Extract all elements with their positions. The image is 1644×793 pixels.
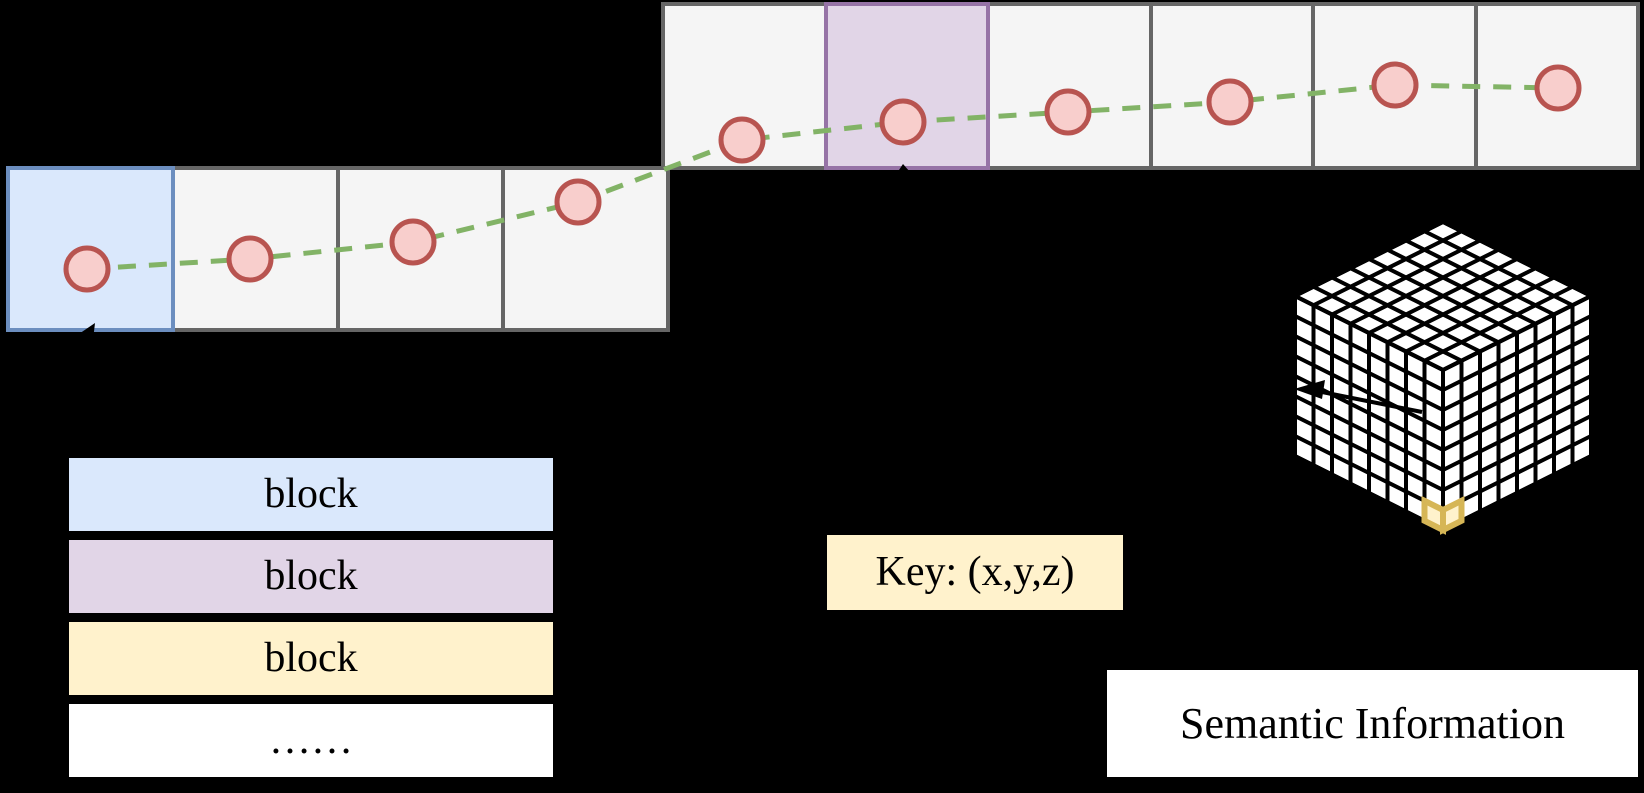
- top-voxel-row: [661, 2, 1640, 170]
- grid-cell-highlighted-blue: [6, 166, 175, 332]
- grid-cell: [661, 2, 828, 170]
- semantic-info-label: Semantic Information: [1180, 699, 1565, 748]
- grid-cell: [336, 166, 505, 332]
- highlighted-voxel-left-face: [1421, 495, 1446, 535]
- key-box: Key: (x,y,z): [825, 533, 1125, 612]
- legend-block-label: block: [264, 553, 358, 599]
- semantic-info-box: Semantic Information: [1107, 670, 1638, 777]
- legend-block-purple: block: [66, 537, 556, 616]
- voxel-cube-top-face: [1290, 219, 1596, 373]
- legend-block-label: block: [264, 635, 358, 681]
- voxel-cube-left-face: [1293, 292, 1445, 534]
- grid-cell: [986, 2, 1153, 170]
- grid-cell: [1473, 2, 1640, 170]
- legend-block-white: ……: [66, 701, 556, 780]
- block-stack: block block block ……: [66, 455, 556, 783]
- grid-cell: [1148, 2, 1315, 170]
- legend-block-blue: block: [66, 455, 556, 534]
- legend-block-yellow: block: [66, 619, 556, 698]
- bottom-voxel-row: [6, 166, 670, 332]
- highlighted-voxel-right-face: [1440, 495, 1465, 535]
- grid-cell: [501, 166, 670, 332]
- arrow-into-cube-line: [1321, 390, 1423, 414]
- key-box-label: Key: (x,y,z): [875, 549, 1075, 595]
- legend-block-label: ……: [269, 717, 353, 763]
- voxel-cube-right-face: [1441, 292, 1593, 534]
- grid-cell: [171, 166, 340, 332]
- arrow-into-cube-head: [1294, 380, 1325, 399]
- grid-cell-highlighted-purple: [823, 2, 990, 170]
- legend-block-label: block: [264, 471, 358, 517]
- grid-cell: [1311, 2, 1478, 170]
